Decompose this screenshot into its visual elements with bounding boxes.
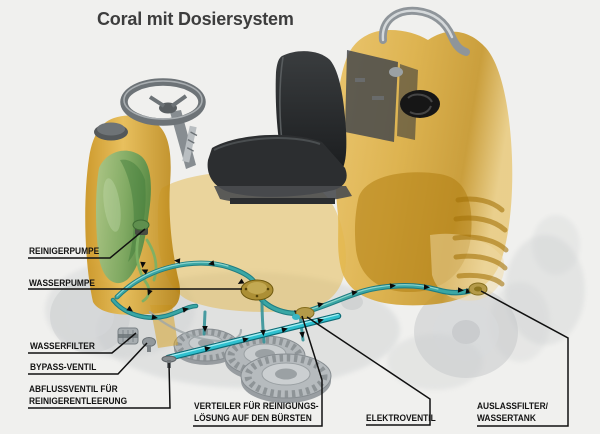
leader-verteiler	[193, 315, 323, 427]
detergent-hose	[135, 232, 158, 303]
label-verteiler-line2: LÖSUNG AUF DEN BÜRSTEN	[194, 413, 312, 424]
label-elektroventil: ELEKTROVENTIL	[366, 413, 436, 423]
label-auslassfilter-line2: WASSERTANK	[477, 413, 536, 424]
label-reinigerpumpe: REINIGERPUMPE	[29, 246, 100, 256]
water-pump	[240, 279, 274, 301]
leader-bypass	[28, 342, 148, 375]
components	[117, 219, 488, 368]
diagram-title: Coral mit Dosiersystem	[97, 9, 294, 29]
label-auslassfilter: AUSLASSFILTER/ WASSERTANK	[477, 400, 548, 424]
leader-auslass	[477, 290, 569, 427]
water-filter	[117, 327, 139, 345]
tank-cap	[94, 122, 128, 141]
reiniger-pump	[132, 219, 150, 235]
label-abflussventil-line2: REINIGERENTLEERUNG	[29, 396, 128, 407]
brush-front	[240, 353, 332, 403]
leader-wasserfilter	[28, 332, 137, 354]
leader-elektro	[306, 316, 431, 426]
rear-handle	[378, 6, 470, 56]
spray-bar	[164, 312, 342, 362]
steering-wheel	[120, 78, 206, 169]
label-wasserpumpe: WASSERPUMPE	[29, 278, 96, 288]
label-bypass-ventil: BYPASS-VENTIL	[30, 362, 97, 372]
seat	[207, 51, 352, 204]
leader-reinigerpumpe	[28, 228, 146, 259]
seat-pan	[207, 134, 347, 197]
water-hose-left	[110, 297, 199, 320]
water-hose-right	[255, 283, 476, 316]
label-verteiler: VERTEILER FÜR REINIGUNGS- LÖSUNG AUF DEN…	[194, 400, 319, 424]
label-wasserfilter: WASSERFILTER	[30, 341, 95, 351]
vent-slats	[452, 196, 509, 287]
label-abflussventil-line1: ABFLUSSVENTIL FÜR	[29, 384, 118, 394]
label-abflussventil: ABFLUSSVENTIL FÜR REINIGERENTLEERUNG	[29, 383, 127, 407]
tank-lower-glow	[430, 233, 505, 301]
leader-abfluss	[28, 362, 171, 409]
label-auslassfilter-line1: AUSLASSFILTER/	[477, 401, 548, 411]
filler-cap	[389, 67, 440, 118]
hoses	[110, 232, 476, 362]
label-verteiler-line1: VERTEILER FÜR REINIGUNGS-	[194, 401, 319, 411]
flow-arrows	[126, 258, 472, 352]
leader-lines	[28, 228, 569, 427]
solenoid-junction	[292, 307, 315, 320]
front-hood	[157, 171, 346, 312]
